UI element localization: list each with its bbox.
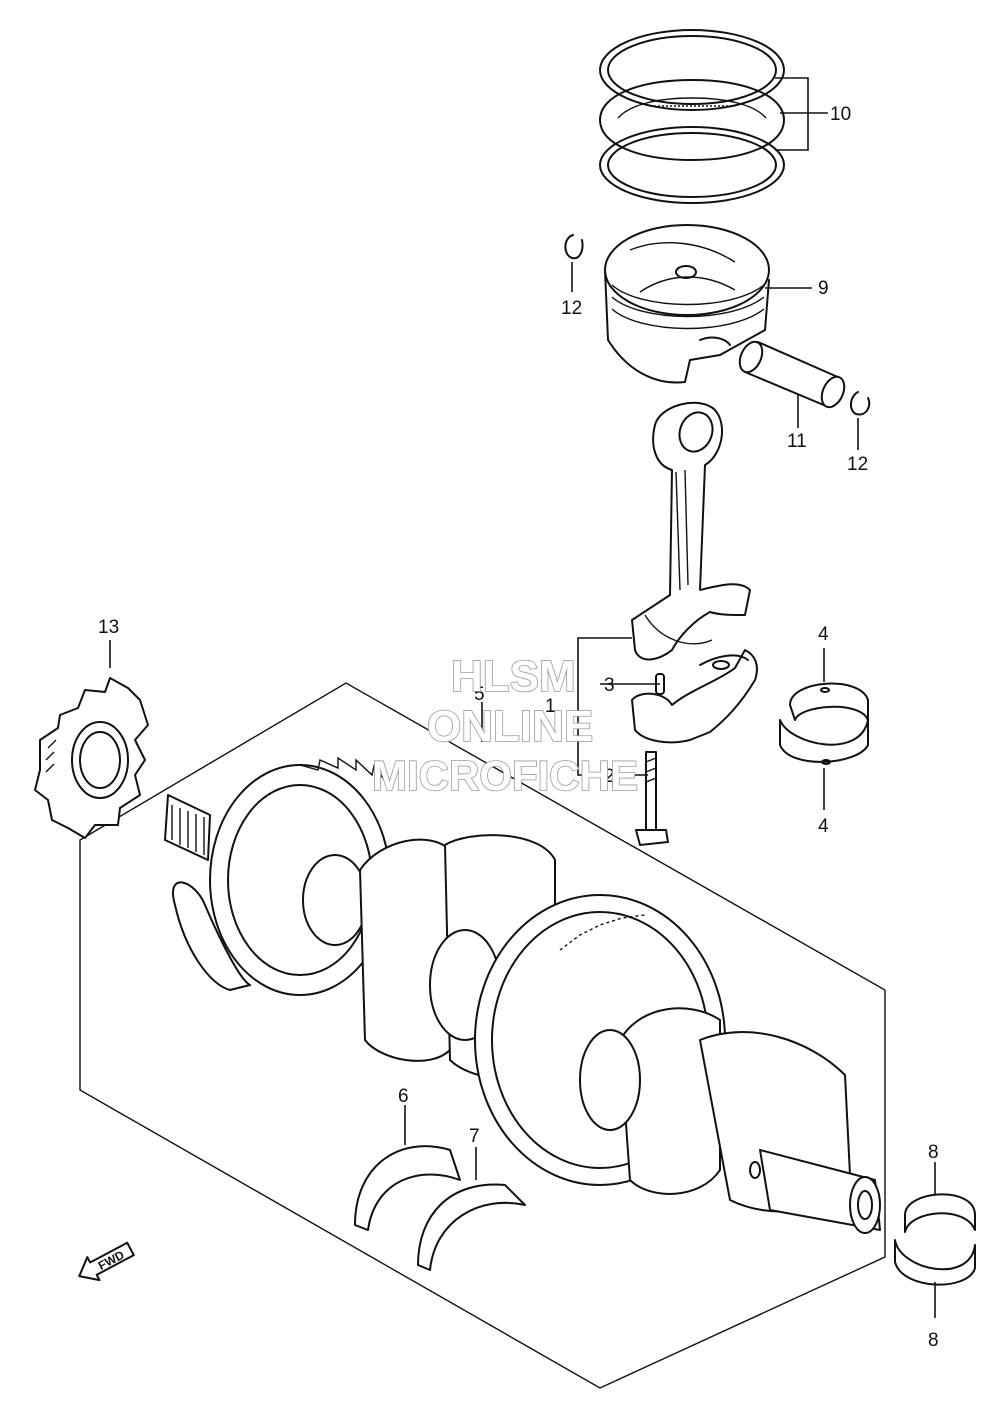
callout-10: 10 bbox=[830, 104, 851, 125]
callout-7: 7 bbox=[469, 1126, 480, 1147]
crankshaft bbox=[164, 756, 881, 1234]
callout-9: 9 bbox=[818, 278, 829, 299]
callout-1: 1 bbox=[545, 696, 556, 717]
callout-8-bottom: 8 bbox=[928, 1330, 939, 1351]
callout-6: 6 bbox=[398, 1086, 409, 1107]
rod-bearing-shells bbox=[779, 682, 869, 765]
rod-bolt bbox=[635, 751, 669, 846]
leader-lines bbox=[109, 77, 936, 1318]
thrust-bearings bbox=[354, 1145, 526, 1271]
callout-4-bottom: 4 bbox=[818, 816, 829, 837]
drive-sprocket bbox=[34, 677, 149, 839]
callout-3: 3 bbox=[604, 675, 615, 696]
watermark-line-3: MICROFICHE bbox=[372, 752, 638, 799]
callout-4-top: 4 bbox=[818, 624, 829, 645]
callout-11: 11 bbox=[787, 431, 807, 452]
piston-pin bbox=[738, 340, 846, 409]
watermark-line-1: HLSM bbox=[451, 652, 576, 701]
callout-2: 2 bbox=[604, 766, 615, 787]
rod-cap bbox=[631, 649, 758, 744]
callouts: 10 9 12 11 12 13 4 3 5 1 2 4 6 7 8 8 bbox=[98, 104, 939, 1351]
callout-13: 13 bbox=[98, 617, 119, 638]
piston bbox=[604, 224, 770, 384]
callout-12-left: 12 bbox=[561, 298, 582, 319]
callout-12-right: 12 bbox=[847, 454, 868, 475]
fwd-arrow-icon: FWD bbox=[78, 1241, 135, 1282]
crankshaft-assembly-box bbox=[79, 682, 886, 1389]
piston-rings bbox=[599, 29, 785, 204]
watermark: HLSM ONLINE MICROFICHE bbox=[371, 651, 639, 800]
callout-5: 5 bbox=[474, 684, 485, 705]
connecting-rod bbox=[631, 401, 751, 661]
main-bearing-shells bbox=[894, 1193, 976, 1286]
callout-8-top: 8 bbox=[928, 1142, 939, 1163]
watermark-line-2: ONLINE bbox=[427, 702, 593, 751]
piston-pin-circlips bbox=[564, 234, 871, 416]
